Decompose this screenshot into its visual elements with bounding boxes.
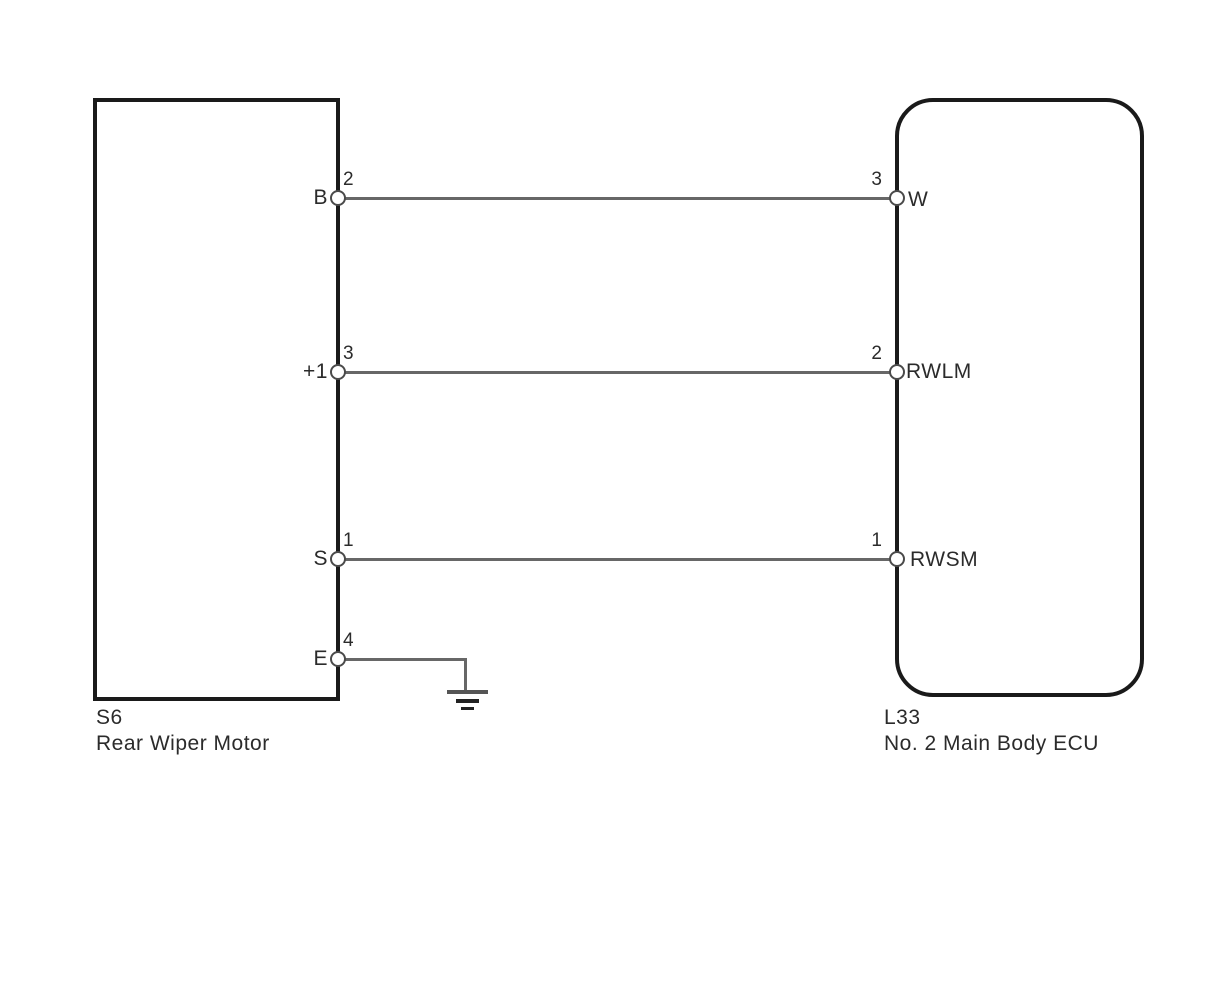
pin-b-label: B xyxy=(313,186,328,209)
pin-plus1-number: 3 xyxy=(343,343,354,364)
pin-e-terminal-icon xyxy=(330,651,346,667)
pin-w-number: 3 xyxy=(871,169,882,190)
pin-rwsm-number: 1 xyxy=(871,530,882,551)
pin-rwsm-terminal-icon xyxy=(889,551,905,567)
right-component-name: No. 2 Main Body ECU xyxy=(884,732,1099,755)
wire-b-to-w xyxy=(338,197,897,200)
right-component-caption: L33 No. 2 Main Body ECU xyxy=(884,705,1099,757)
pin-b-terminal-icon xyxy=(330,190,346,206)
pin-b-number: 2 xyxy=(343,169,354,190)
pin-rwlm-terminal-icon xyxy=(889,364,905,380)
pin-s-number: 1 xyxy=(343,530,354,551)
pin-rwlm-number: 2 xyxy=(871,343,882,364)
left-component-code: S6 xyxy=(96,706,123,729)
right-component-code: L33 xyxy=(884,706,921,729)
left-component-caption: S6 Rear Wiper Motor xyxy=(96,705,270,757)
pin-w-label: W xyxy=(908,188,929,211)
pin-w-terminal-icon xyxy=(889,190,905,206)
wire-s-to-rwsm xyxy=(338,558,897,561)
pin-s-label: S xyxy=(313,547,328,570)
ground-bar-middle xyxy=(456,699,479,703)
wire-plus1-to-rwlm xyxy=(338,371,897,374)
pin-rwsm-label: RWSM xyxy=(910,548,979,571)
pin-plus1-terminal-icon xyxy=(330,364,346,380)
ground-bar-bottom xyxy=(461,707,474,710)
pin-plus1-label: +1 xyxy=(303,360,328,383)
pin-e-label: E xyxy=(313,647,328,670)
main-body-ecu-box xyxy=(895,98,1144,697)
rear-wiper-motor-box xyxy=(93,98,340,701)
wire-e-to-ground xyxy=(338,658,467,661)
pin-rwlm-label: RWLM xyxy=(906,360,972,383)
pin-e-number: 4 xyxy=(343,630,354,651)
ground-drop-wire xyxy=(464,659,467,691)
pin-s-terminal-icon xyxy=(330,551,346,567)
left-component-name: Rear Wiper Motor xyxy=(96,732,270,755)
ground-bar-top xyxy=(447,690,488,694)
